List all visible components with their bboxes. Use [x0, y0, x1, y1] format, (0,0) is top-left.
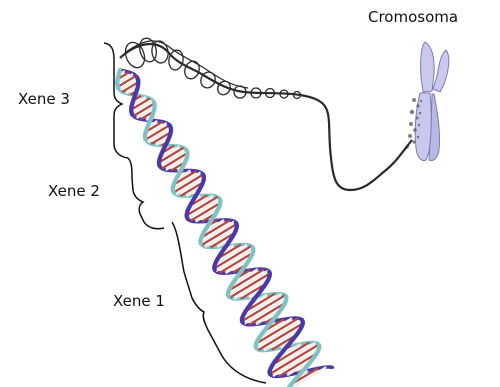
coil-loops — [122, 36, 300, 98]
chromosome-lower-left-arm — [415, 93, 431, 161]
strand-purple-segment — [187, 217, 188, 219]
gene2-bracket — [128, 158, 164, 229]
strand-teal-segment — [228, 295, 229, 297]
chromosome — [405, 42, 449, 161]
gene1-label: Xene 1 — [113, 292, 165, 310]
gene3-bracket — [104, 43, 128, 158]
gene3-label: Xene 3 — [18, 90, 70, 108]
strand-purple-segment — [242, 321, 243, 323]
gene2-label: Xene 2 — [48, 182, 100, 200]
chromosome-label: Cromosoma — [368, 8, 458, 26]
chromosome-upper-right-arm — [433, 50, 449, 92]
chromosome-upper-left-arm — [421, 42, 435, 92]
strand-teal-segment — [173, 191, 174, 193]
strand-purple-segment — [159, 164, 160, 166]
strand-teal-segment — [118, 87, 119, 89]
strand-purple-segment — [132, 113, 133, 115]
dna-double-helix — [117, 70, 332, 387]
